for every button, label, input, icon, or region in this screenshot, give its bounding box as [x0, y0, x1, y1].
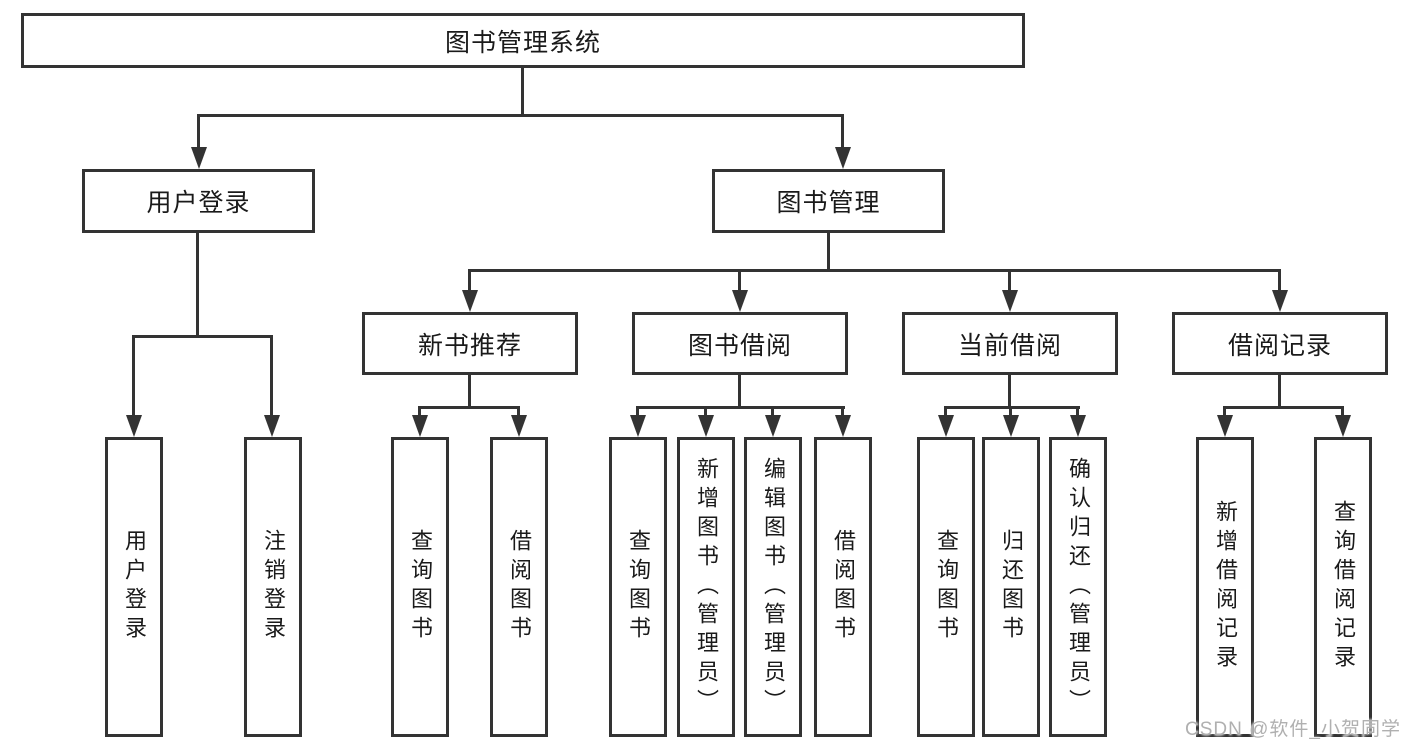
leaf-logout: 注销登录	[244, 437, 302, 737]
node-label: 图书借阅	[687, 331, 792, 360]
node-new-book-recommend: 新书推荐	[362, 312, 578, 375]
node-label: 图书管理系统	[444, 28, 601, 57]
connector-records-stem	[1278, 373, 1281, 409]
arrowhead-br2	[1335, 415, 1351, 437]
connector-newbook-hline	[418, 406, 520, 409]
connector-arrow-br2-shaft	[1341, 406, 1344, 418]
leaf-query-books-borrowing: 查询图书	[609, 437, 667, 737]
node-label: 编辑图书（管理员）	[761, 456, 786, 718]
arrowhead-borrowmod	[732, 290, 748, 312]
node-label: 当前借阅	[957, 331, 1062, 360]
arrowhead-bb3	[765, 415, 781, 437]
connector-records-hline	[1223, 406, 1344, 409]
connector-arrow-br1-shaft	[1223, 406, 1226, 418]
arrowhead-br1	[1217, 415, 1233, 437]
connector-arrow-bb4-shaft	[841, 406, 844, 418]
connector-arrow-ul2-shaft	[270, 335, 273, 418]
leaf-borrow-books: 借阅图书	[814, 437, 872, 737]
node-label: 查询图书	[626, 529, 651, 645]
connector-arrow-cb1-shaft	[944, 406, 947, 418]
leaf-return-books: 归还图书	[982, 437, 1040, 737]
connector-current-stem	[1008, 373, 1011, 409]
leaf-add-books-admin: 新增图书（管理员）	[677, 437, 735, 737]
connector-current-hline	[944, 406, 1080, 409]
node-current-borrowing: 当前借阅	[902, 312, 1118, 375]
node-library-management-system: 图书管理系统	[21, 13, 1025, 68]
arrowhead-ul1	[126, 415, 142, 437]
node-label: 查询图书	[408, 529, 433, 645]
leaf-user-login: 用户登录	[105, 437, 163, 737]
connector-arrow-cb3-shaft	[1076, 406, 1079, 418]
connector-arrow-records-shaft	[1278, 269, 1281, 293]
arrowhead-cb3	[1070, 415, 1086, 437]
connector-arrow-newbook-shaft	[468, 269, 471, 293]
arrowhead-current	[1002, 290, 1018, 312]
arrowhead-records	[1272, 290, 1288, 312]
connector-arrow-user-login-shaft	[197, 114, 200, 150]
connector-arrow-nbr1-shaft	[418, 406, 421, 418]
connector-user-login-stem	[196, 231, 199, 338]
node-label: 查询借阅记录	[1331, 500, 1356, 674]
connector-user-login-hline	[132, 335, 273, 338]
arrowhead-cb2	[1003, 415, 1019, 437]
node-book-borrowing: 图书借阅	[632, 312, 848, 375]
connector-root-stem	[521, 66, 524, 117]
node-label: 借阅图书	[507, 529, 532, 645]
connector-arrow-borrowmod-shaft	[738, 269, 741, 293]
node-label: 用户登录	[146, 189, 251, 217]
node-label: 新增图书（管理员）	[694, 456, 719, 718]
arrowhead-book-mgmt	[835, 147, 851, 169]
node-label: 新书推荐	[417, 331, 522, 360]
connector-arrow-bb1-shaft	[636, 406, 639, 418]
connector-arrow-cb2-shaft	[1009, 406, 1012, 418]
arrowhead-newbook	[462, 290, 478, 312]
leaf-query-books-current: 查询图书	[917, 437, 975, 737]
arrowhead-user-login	[191, 147, 207, 169]
connector-arrow-bb3-shaft	[771, 406, 774, 418]
node-label: 查询图书	[934, 529, 959, 645]
connector-borrowmod-stem	[738, 373, 741, 409]
node-label: 新增借阅记录	[1213, 500, 1238, 674]
node-borrowing-records: 借阅记录	[1172, 312, 1388, 375]
leaf-query-books-recommend: 查询图书	[391, 437, 449, 737]
arrowhead-nbr1	[412, 415, 428, 437]
connector-newbook-stem	[468, 373, 471, 409]
connector-arrow-ul1-shaft	[132, 335, 135, 418]
leaf-query-borrow-record: 查询借阅记录	[1314, 437, 1372, 737]
connector-arrow-nbr2-shaft	[517, 406, 520, 418]
connector-book-mgmt-stem	[827, 231, 830, 272]
leaf-borrow-books-recommend: 借阅图书	[490, 437, 548, 737]
node-label: 借阅图书	[831, 529, 856, 645]
node-label: 借阅记录	[1227, 331, 1332, 360]
node-label: 注销登录	[261, 529, 286, 645]
node-book-management: 图书管理	[712, 169, 945, 233]
connector-book-mgmt-hline	[468, 269, 1281, 272]
node-label: 用户登录	[122, 529, 147, 645]
arrowhead-cb1	[938, 415, 954, 437]
arrowhead-ul2	[264, 415, 280, 437]
leaf-add-borrow-record: 新增借阅记录	[1196, 437, 1254, 737]
connector-borrowmod-hline	[636, 406, 845, 409]
node-user-login: 用户登录	[82, 169, 315, 233]
connector-root-hline	[197, 114, 844, 117]
node-label: 图书管理	[776, 189, 881, 217]
node-label: 确认归还（管理员）	[1066, 456, 1091, 718]
arrowhead-bb4	[835, 415, 851, 437]
node-label: 归还图书	[999, 529, 1024, 645]
arrowhead-nbr2	[511, 415, 527, 437]
connector-arrow-current-shaft	[1008, 269, 1011, 293]
leaf-edit-books-admin: 编辑图书（管理员）	[744, 437, 802, 737]
connector-arrow-bb2-shaft	[704, 406, 707, 418]
arrowhead-bb1	[630, 415, 646, 437]
csdn-watermark: CSDN @软件_小贺同学	[1185, 719, 1401, 740]
connector-arrow-book-mgmt-shaft	[841, 114, 844, 150]
leaf-confirm-return-admin: 确认归还（管理员）	[1049, 437, 1107, 737]
arrowhead-bb2	[698, 415, 714, 437]
